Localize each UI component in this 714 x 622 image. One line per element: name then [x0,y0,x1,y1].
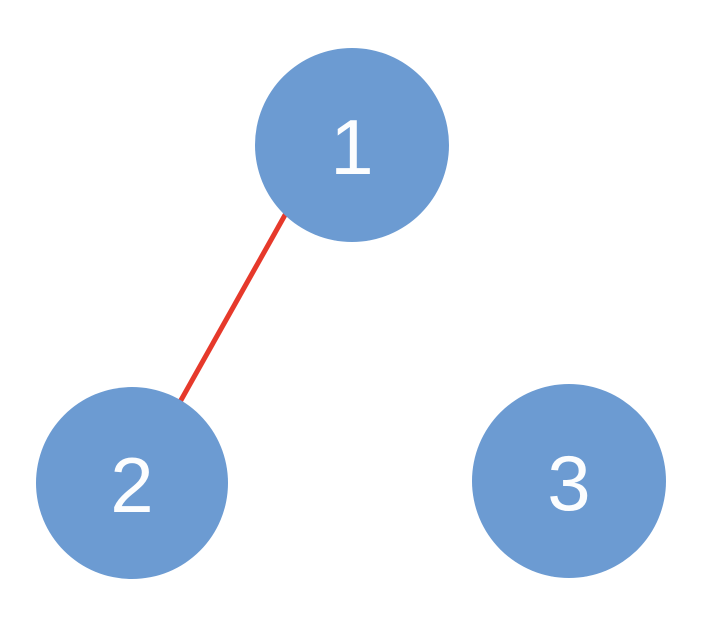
node-1-circle[interactable] [255,48,449,242]
node-3-circle[interactable] [472,384,666,578]
graph-node-2[interactable]: 2 [36,387,228,579]
node-1-label: 1 [330,103,373,191]
graph-node-3[interactable]: 3 [472,384,666,578]
node-3-label: 3 [547,439,590,527]
graph-node-1[interactable]: 1 [255,48,449,242]
node-2-circle[interactable] [36,387,228,579]
node-2-label: 2 [110,441,153,529]
edge-node1-node2[interactable] [173,197,297,411]
